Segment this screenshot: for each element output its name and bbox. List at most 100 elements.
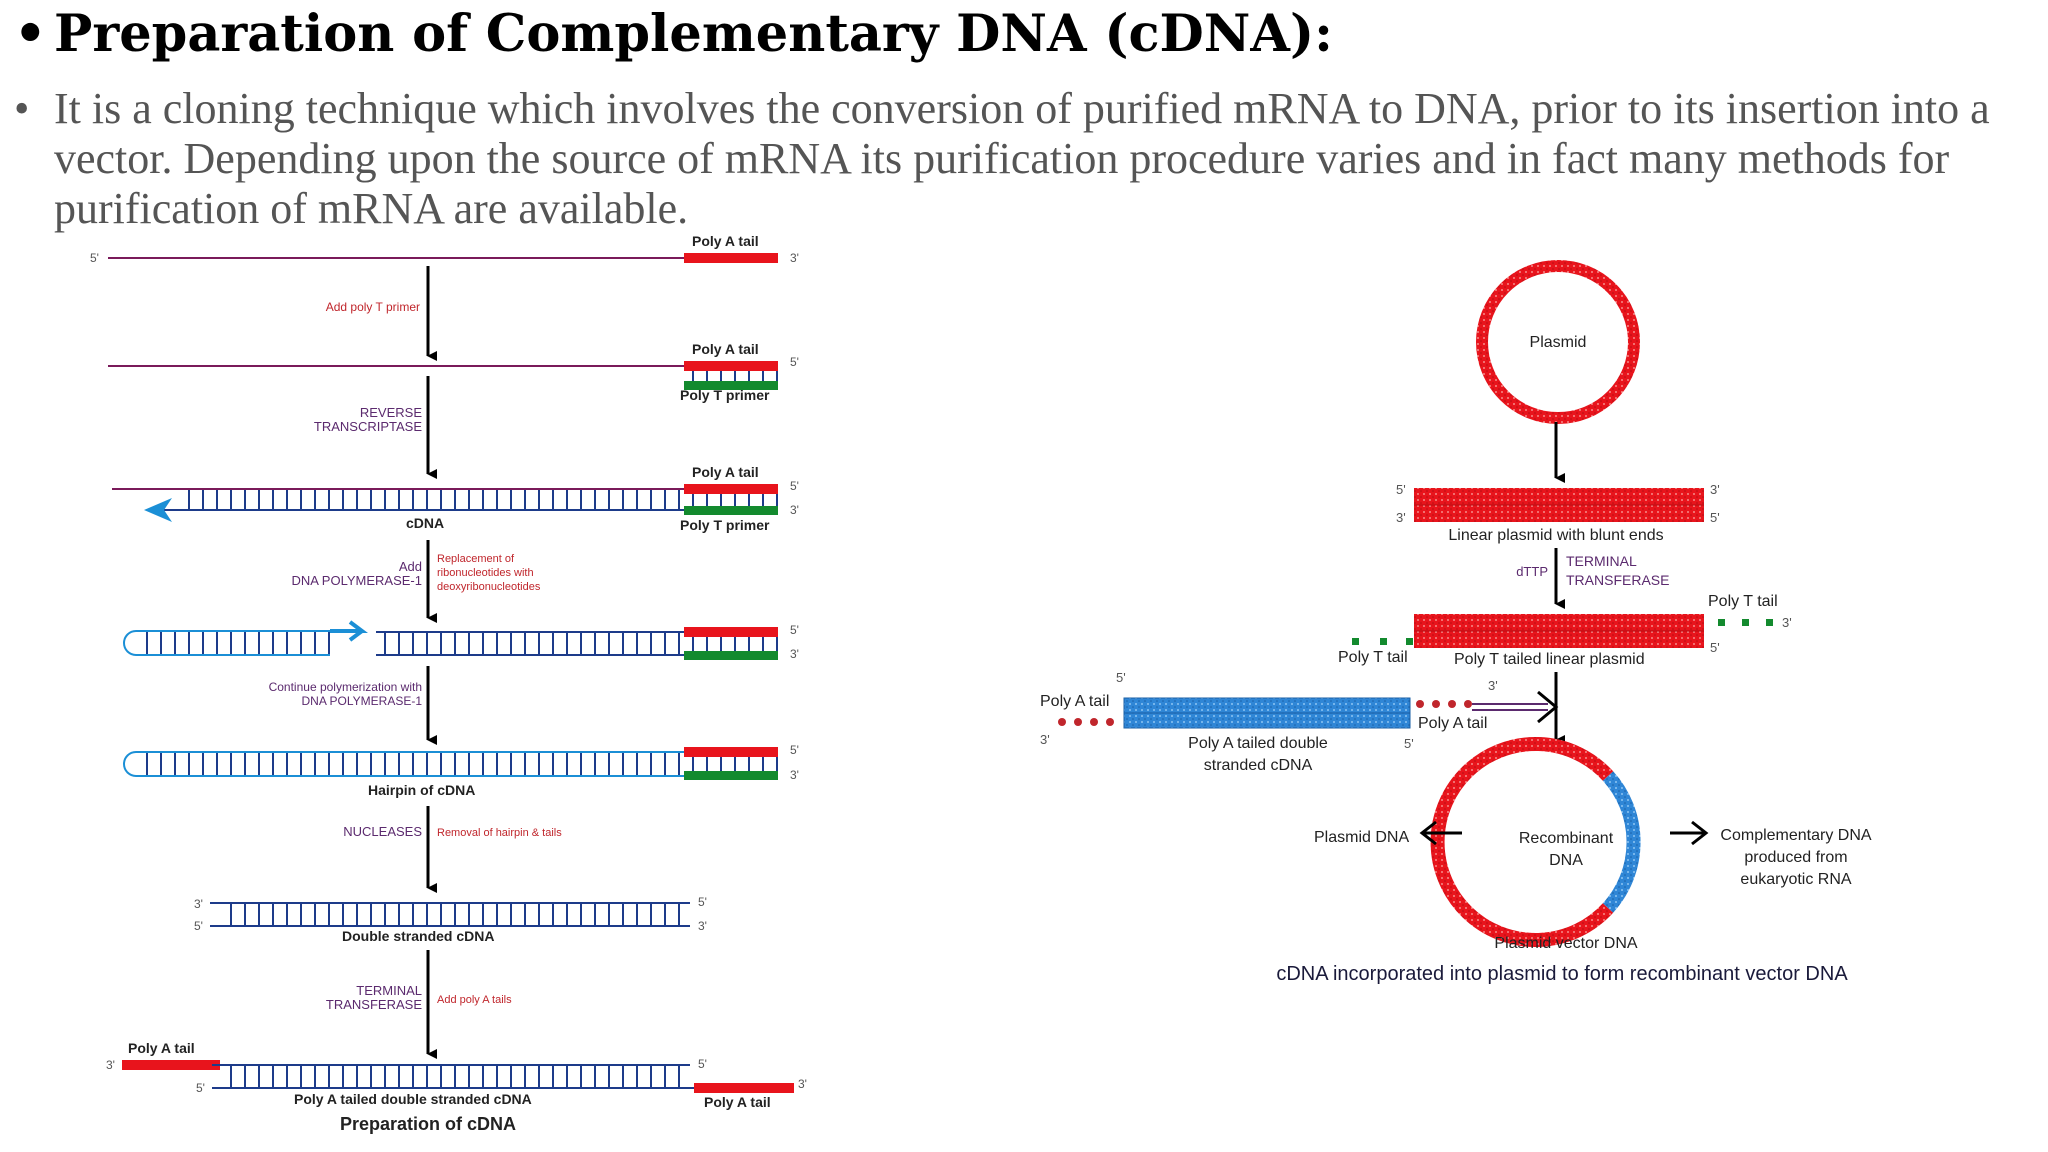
- step3-enzyme: DNA POLYMERASE-1: [291, 573, 422, 588]
- poly-a-dot: [1432, 700, 1440, 708]
- tailed-five-prime: 5': [1710, 640, 1720, 655]
- row4-growth-arrow: [330, 620, 368, 642]
- cdna-label-line1: Poly A tailed double: [1188, 735, 1328, 752]
- row5-three-prime: 3': [790, 768, 799, 782]
- row1-poly-a: [684, 253, 778, 263]
- row2-poly-a-label: Poly A tail: [692, 341, 759, 357]
- recombinant-label2: DNA: [1549, 852, 1583, 869]
- poly-a-dot: [1416, 700, 1424, 708]
- row4-primer: [684, 651, 778, 660]
- plasmid-vector-label: Plasmid vector DNA: [1494, 935, 1637, 952]
- linear-three-prime: 3': [1396, 510, 1406, 525]
- row7-poly-a-right: [694, 1083, 794, 1093]
- recombinant-plasmid-arc: [1430, 737, 1614, 947]
- step3-note3: deoxyribonucleotides: [437, 581, 541, 593]
- row6-five-prime-right: 5': [698, 895, 707, 909]
- cdna-poly-a-right-label: Poly A tail: [1418, 715, 1487, 732]
- cdna-label-line2: stranded cDNA: [1204, 757, 1313, 774]
- row2-five-prime: 5': [790, 355, 799, 369]
- row3-poly-a-label: Poly A tail: [692, 464, 759, 480]
- cdna-three-prime-right: 3': [1488, 678, 1498, 693]
- poly-a-dot: [1464, 700, 1472, 708]
- row1-three-prime: 3': [790, 251, 799, 265]
- tailed-plasmid-label: Poly T tailed linear plasmid: [1454, 651, 1645, 668]
- join-arrow-head: [1537, 690, 1559, 724]
- complementary-pointer: [1670, 820, 1709, 846]
- left-caption: Preparation of cDNA: [340, 1114, 516, 1134]
- poly-a-dot: [1074, 718, 1082, 726]
- row7-poly-a-left: [122, 1060, 220, 1070]
- step6-note: Add poly A tails: [437, 994, 512, 1006]
- row6-three-prime-right: 3': [698, 919, 707, 933]
- plasmid-dna-label: Plasmid DNA: [1314, 829, 1409, 846]
- poly-t-dot: [1380, 638, 1387, 645]
- cdna-five-prime-right: 5': [1404, 736, 1414, 751]
- linear-three-prime-right: 3': [1710, 482, 1720, 497]
- row7-three-prime-left: 3': [106, 1058, 115, 1072]
- row4-poly-a: [684, 627, 778, 637]
- linear-five-prime-right: 5': [1710, 510, 1720, 525]
- row3-cdna-label: cDNA: [406, 515, 444, 531]
- recombinant-cdna-arc: [1602, 771, 1641, 913]
- complementary-label2: produced from: [1744, 849, 1847, 866]
- row3-rungs: [176, 490, 684, 509]
- row2-poly-a: [684, 361, 778, 371]
- tailed-three-prime: 3': [1782, 615, 1792, 630]
- step2-label1: REVERSE: [360, 405, 422, 420]
- linear-five-prime: 5': [1396, 482, 1406, 497]
- plasmid-ring: [1476, 260, 1640, 424]
- transferase-label: TRANSFERASE: [1566, 572, 1669, 588]
- step6-label2: TRANSFERASE: [326, 997, 422, 1012]
- row4-hairpin-rungs: [140, 632, 330, 654]
- recombinant-label1: Recombinant: [1519, 830, 1614, 847]
- step2-label2: TRANSCRIPTASE: [314, 419, 422, 434]
- step3-note1: Replacement of: [437, 553, 515, 565]
- poly-a-dot: [1058, 718, 1066, 726]
- poly-t-dot: [1742, 619, 1749, 626]
- linear-plasmid-label: Linear plasmid with blunt ends: [1448, 527, 1663, 544]
- complementary-label3: eukaryotic RNA: [1740, 871, 1851, 888]
- cdna-three-prime-left: 3': [1040, 732, 1050, 747]
- row4-tail-rungs: [684, 637, 778, 651]
- row3-three-prime: 3': [790, 503, 799, 517]
- poly-t-dot: [1352, 638, 1359, 645]
- slide-title: •Preparation of Complementary DNA (cDNA)…: [14, 4, 1333, 64]
- row5-hairpin-label: Hairpin of cDNA: [368, 782, 475, 798]
- row5-tail-rungs: [684, 757, 778, 771]
- step4-label2: DNA POLYMERASE-1: [302, 694, 423, 708]
- poly-t-dot: [1718, 619, 1725, 626]
- poly-a-dot: [1106, 718, 1114, 726]
- poly-t-dot: [1406, 638, 1413, 645]
- complementary-label1: Complementary DNA: [1720, 827, 1871, 844]
- poly-t-tail-left-label: Poly T tail: [1338, 649, 1408, 666]
- row3-poly-a: [684, 484, 778, 494]
- row2-primer: [684, 381, 778, 390]
- row5-hairpin: [123, 751, 684, 777]
- row1-poly-a-label: Poly A tail: [692, 233, 759, 249]
- row6-five-prime-left: 5': [194, 919, 203, 933]
- row3-growth-arrow: [144, 498, 172, 522]
- row5-five-prime: 5': [790, 743, 799, 757]
- title-text: Preparation of Complementary DNA (cDNA):: [54, 4, 1333, 64]
- terminal-label: TERMINAL: [1566, 553, 1637, 569]
- cdna-five-prime: 5': [1116, 670, 1126, 685]
- step3-note2: ribonucleotides with: [437, 567, 534, 579]
- row4-three-prime: 3': [790, 647, 799, 661]
- cdna-poly-a-label: Poly A tail: [1040, 693, 1109, 710]
- row7-poly-a-right-label: Poly A tail: [704, 1094, 771, 1110]
- row3-five-prime: 5': [790, 479, 799, 493]
- step3-add: Add: [399, 559, 422, 574]
- row5-poly-a: [684, 747, 778, 757]
- dttp-label: dTTP: [1516, 564, 1548, 579]
- poly-t-dot: [1766, 619, 1773, 626]
- row3-tail-rungs: [684, 494, 778, 508]
- row7-three-prime-right: 3': [798, 1077, 807, 1091]
- row4-hairpin-loop: [123, 630, 330, 656]
- step5-note: Removal of hairpin & tails: [437, 827, 562, 839]
- paragraph-bullet: •: [14, 84, 30, 133]
- row3-primer: [684, 506, 778, 515]
- paragraph-text: It is a cloning technique which involves…: [54, 84, 1990, 233]
- step6-label1: TERMINAL: [356, 983, 422, 998]
- row5-rungs: [140, 753, 684, 775]
- row6-label: Double stranded cDNA: [342, 928, 494, 944]
